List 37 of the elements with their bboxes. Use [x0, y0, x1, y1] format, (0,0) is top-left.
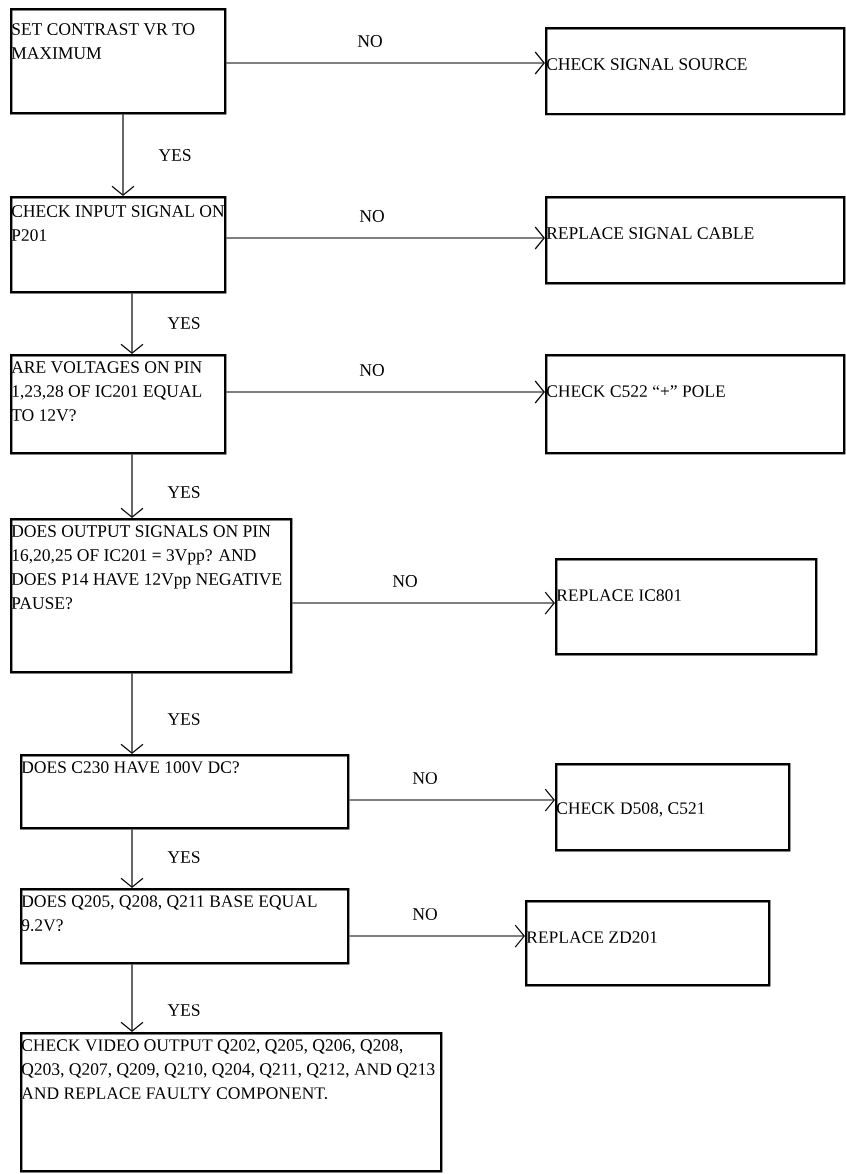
process-box: SET CONTRAST VR TO MAXIMUM	[10, 8, 227, 115]
arrow	[225, 226, 545, 250]
edge-label: NO	[411, 907, 439, 921]
process-box: ARE VOLTAGES ON PIN 1,23,28 OF IC201 EQUAL TO 12V?	[10, 354, 227, 455]
process-box: DOES OUTPUT SIGNALS ON PIN 16,20,25 OF IC201 = 3Vpp? AND DOES P14 HAVE 12Vpp NEGATIVE PAUSE?	[10, 518, 293, 674]
edge-label: NO	[358, 209, 386, 223]
arrow	[120, 963, 144, 1032]
process-box: CHECK VIDEO OUTPUT Q202, Q205, Q206, Q208, Q203, Q207, Q209, Q210, Q204, Q211, Q212, AND Q213 AND REPLACE FAULTY COMPONENT.	[20, 1032, 443, 1173]
arrow	[120, 292, 144, 354]
edge-label: YES	[157, 148, 193, 162]
process-box: REPLACE ZD201	[525, 900, 771, 987]
arrow	[348, 788, 555, 812]
process-box: CHECK C522 “+” POLE	[545, 354, 846, 455]
process-box: DOES C230 HAVE 100V DC?	[20, 754, 350, 830]
process-box: REPLACE IC801	[555, 558, 818, 656]
edge-label: YES	[166, 712, 202, 726]
arrow	[348, 924, 525, 948]
arrow	[120, 672, 144, 754]
process-box: DOES Q205, Q208, Q211 BASE EQUAL 9.2V?	[20, 888, 350, 965]
edge-label: NO	[391, 574, 419, 588]
arrow	[225, 380, 545, 404]
arrow	[111, 113, 135, 196]
edge-label: YES	[166, 316, 202, 330]
process-box: REPLACE SIGNAL CABLE	[545, 196, 846, 285]
arrow	[225, 51, 545, 75]
arrow	[120, 828, 144, 888]
edge-label: YES	[166, 485, 202, 499]
edge-label: YES	[166, 850, 202, 864]
edge-label: NO	[358, 363, 386, 377]
process-box: CHECK SIGNAL SOURCE	[545, 27, 846, 116]
edge-label: NO	[411, 771, 439, 785]
process-box: CHECK INPUT SIGNAL ON P201	[10, 196, 227, 294]
arrow	[120, 453, 144, 518]
process-box: CHECK D508, C521	[555, 763, 791, 852]
edge-label: NO	[356, 34, 384, 48]
arrow	[291, 591, 555, 615]
edge-label: YES	[166, 1003, 202, 1017]
